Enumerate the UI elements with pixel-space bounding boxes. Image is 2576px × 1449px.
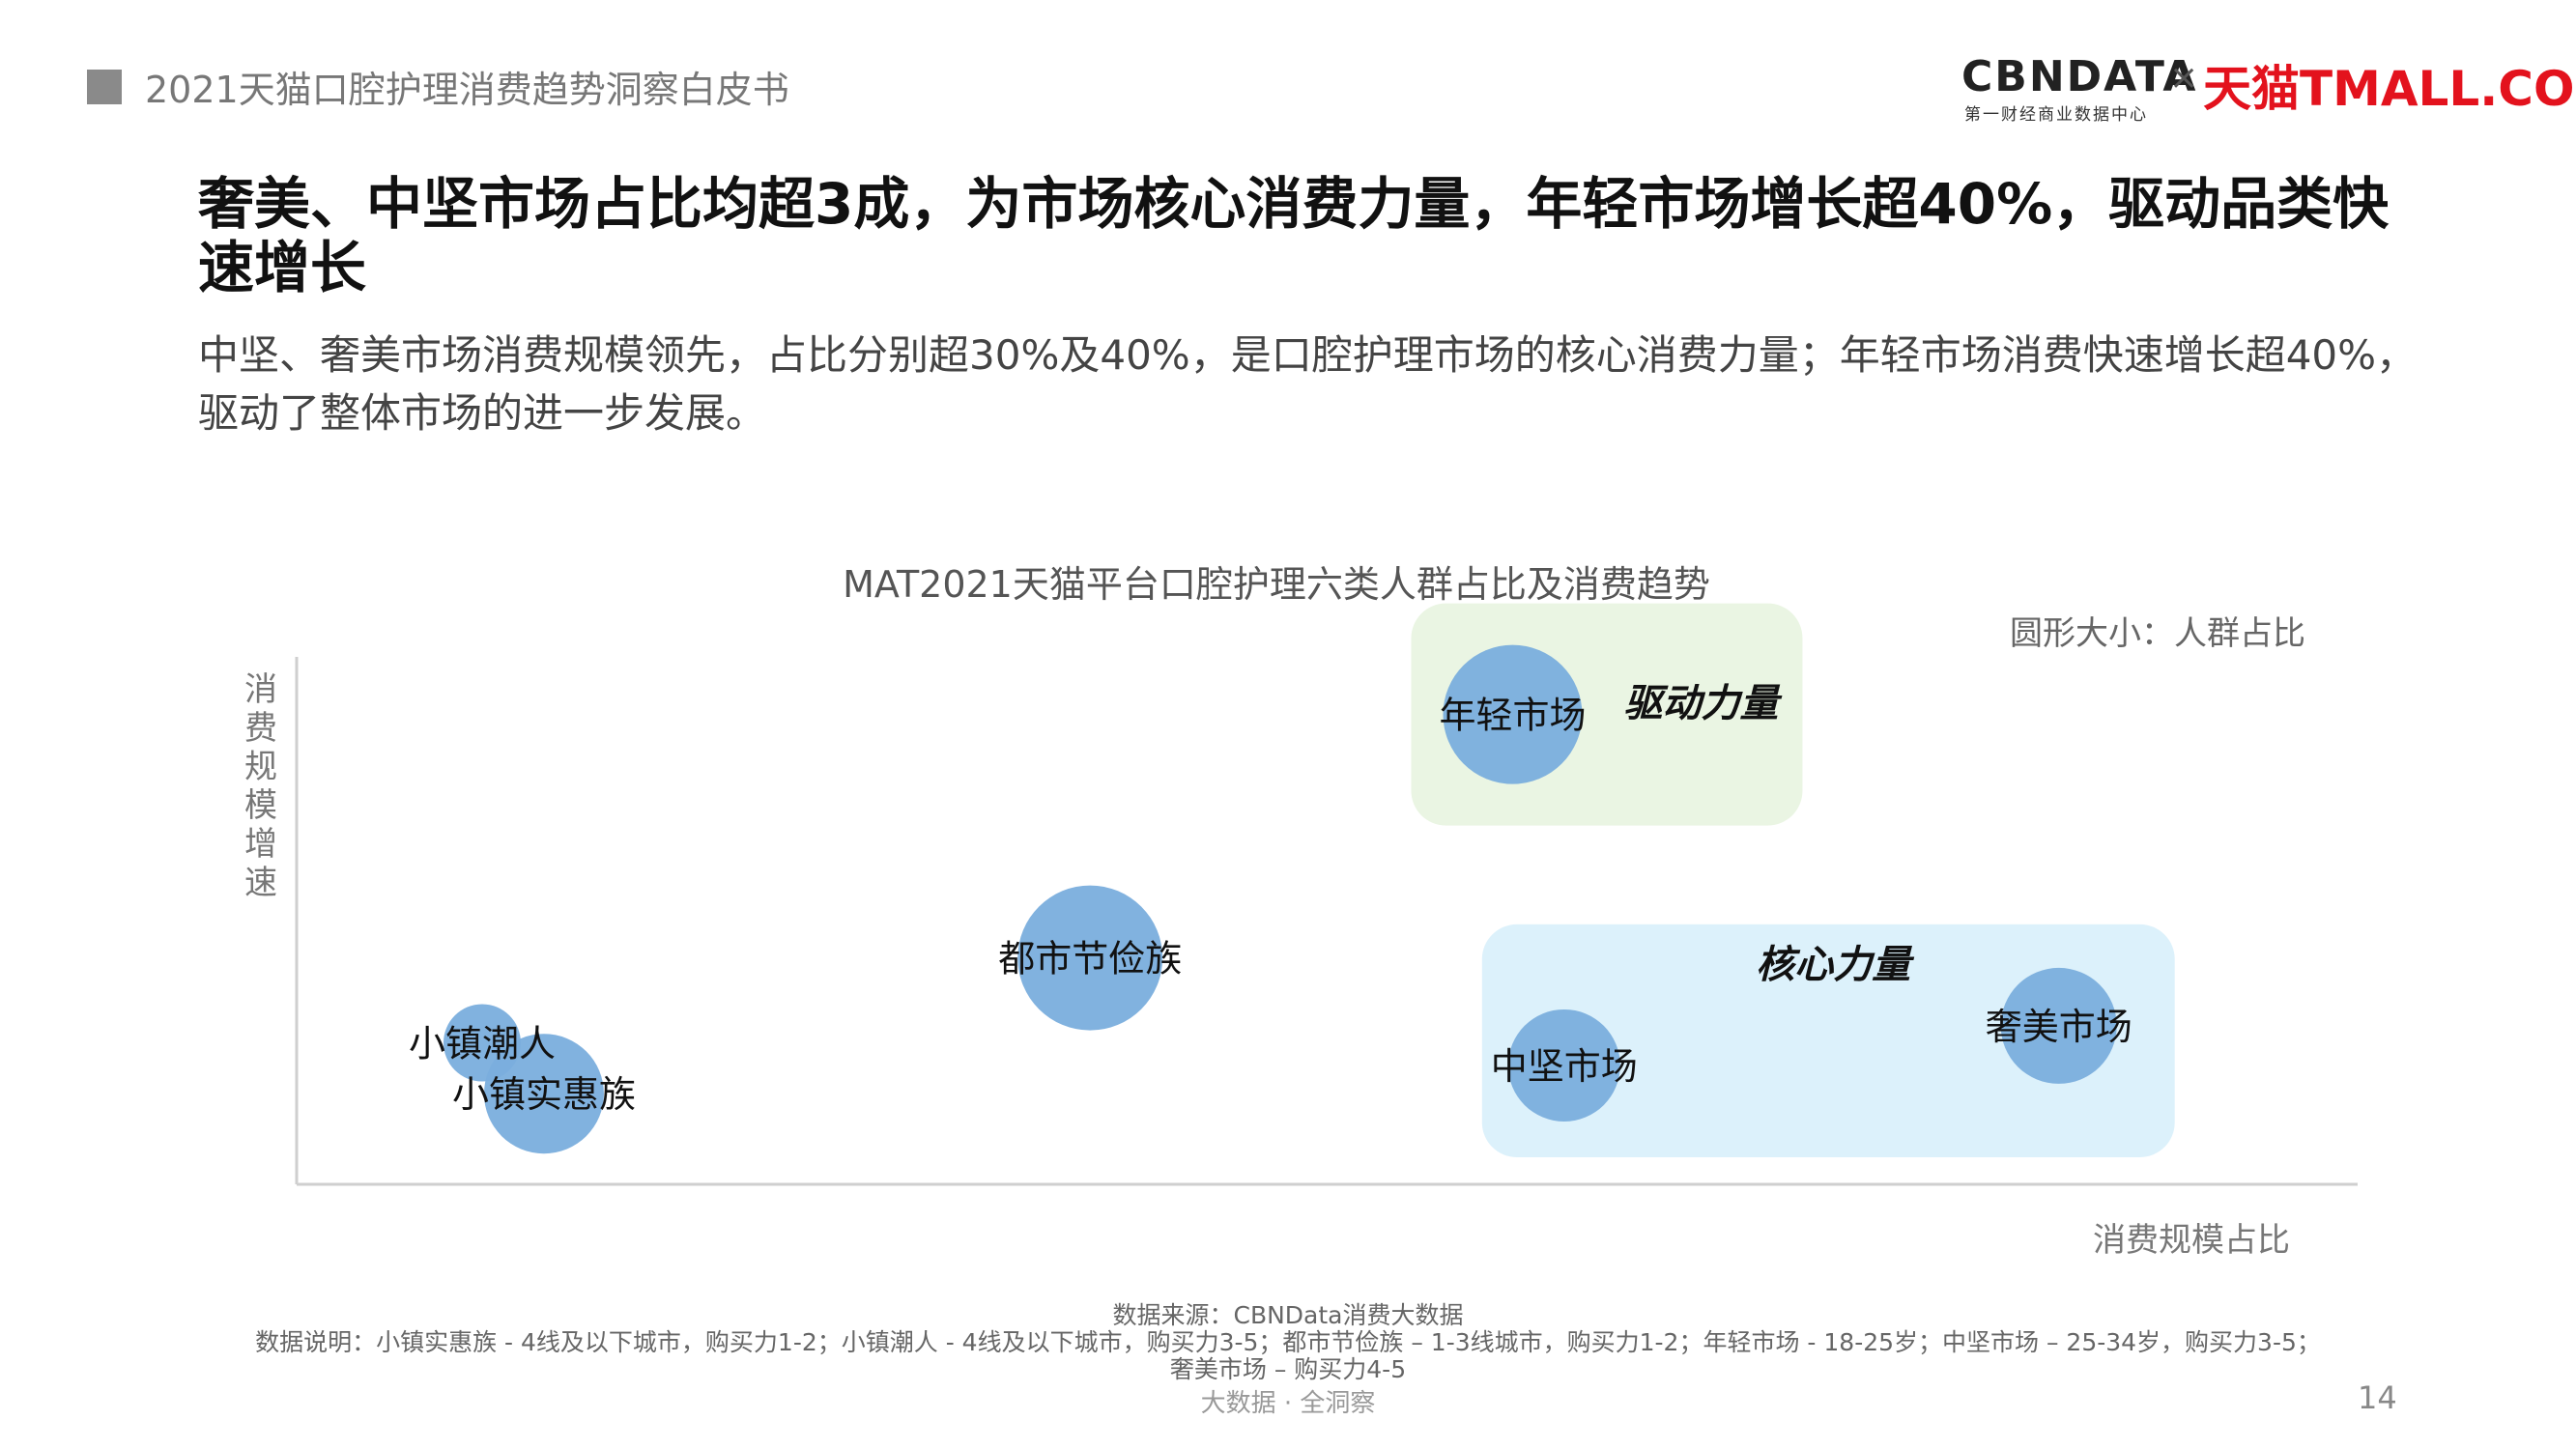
footer-slogan: 大数据 · 全洞察	[1200, 1389, 1376, 1418]
slide-summary: 中坚、奢美市场消费规模领先，占比分别超30%及40%，是口腔护理市场的核心消费力…	[198, 331, 2418, 437]
y-axis-label: 消费规模增速	[244, 670, 277, 902]
group-region-1	[1481, 923, 2175, 1157]
x-axis-label: 消费规模占比	[2093, 1221, 2290, 1260]
slide-headline: 奢美、中坚市场占比均超3成，为市场核心消费力量，年轻市场增长超40%，驱动品类快…	[198, 171, 2390, 300]
bubble-1	[483, 1034, 604, 1154]
cbndata-logo: CBNDATA	[1961, 52, 2198, 101]
header-marker	[87, 70, 122, 104]
bubble-label-5: 奢美市场	[1986, 1006, 2132, 1048]
group-label-1: 核心力量	[1756, 943, 1914, 987]
bubble-size-note: 圆形大小：人群占比	[2010, 614, 2305, 653]
logo-separator: ×	[2169, 58, 2199, 98]
group-label-0: 驱动力量	[1623, 682, 1782, 726]
tmall-logo: 天猫TMALL.COM	[2203, 61, 2576, 117]
bubble-3	[1443, 644, 1583, 784]
bubble-label-3: 年轻市场	[1439, 695, 1586, 737]
bubble-2	[1017, 885, 1163, 1031]
bubbles	[443, 644, 2117, 1154]
data-note-line-2: 奢美市场 – 购买力4-5	[1169, 1355, 1407, 1383]
data-note-line-1: 数据说明：小镇实惠族 - 4线及以下城市，购买力1-2；小镇潮人 - 4线及以下…	[255, 1328, 2321, 1356]
bubble-label-0: 小镇潮人	[409, 1023, 556, 1065]
bubble-5	[2000, 967, 2117, 1084]
data-source: 数据来源：CBNData消费大数据	[1112, 1301, 1464, 1329]
page-number: 14	[2358, 1379, 2397, 1416]
bubble-4	[1507, 1009, 1620, 1122]
cbndata-logo-subtitle: 第一财经商业数据中心	[1964, 105, 2148, 125]
bubble-label-2: 都市节俭族	[998, 938, 1182, 980]
chart-title: MAT2021天猫平台口腔护理六类人群占比及消费趋势	[0, 554, 2576, 608]
bubble-label-1: 小镇实惠族	[452, 1073, 636, 1116]
chart-title-text: MAT2021天猫平台口腔护理六类人群占比及消费趋势	[843, 563, 1710, 606]
bubble-label-4: 中坚市场	[1491, 1045, 1638, 1088]
report-title: 2021天猫口腔护理消费趋势洞察白皮书	[145, 69, 789, 111]
chart-axes: 消费规模增速 消费规模占比	[244, 657, 2358, 1260]
